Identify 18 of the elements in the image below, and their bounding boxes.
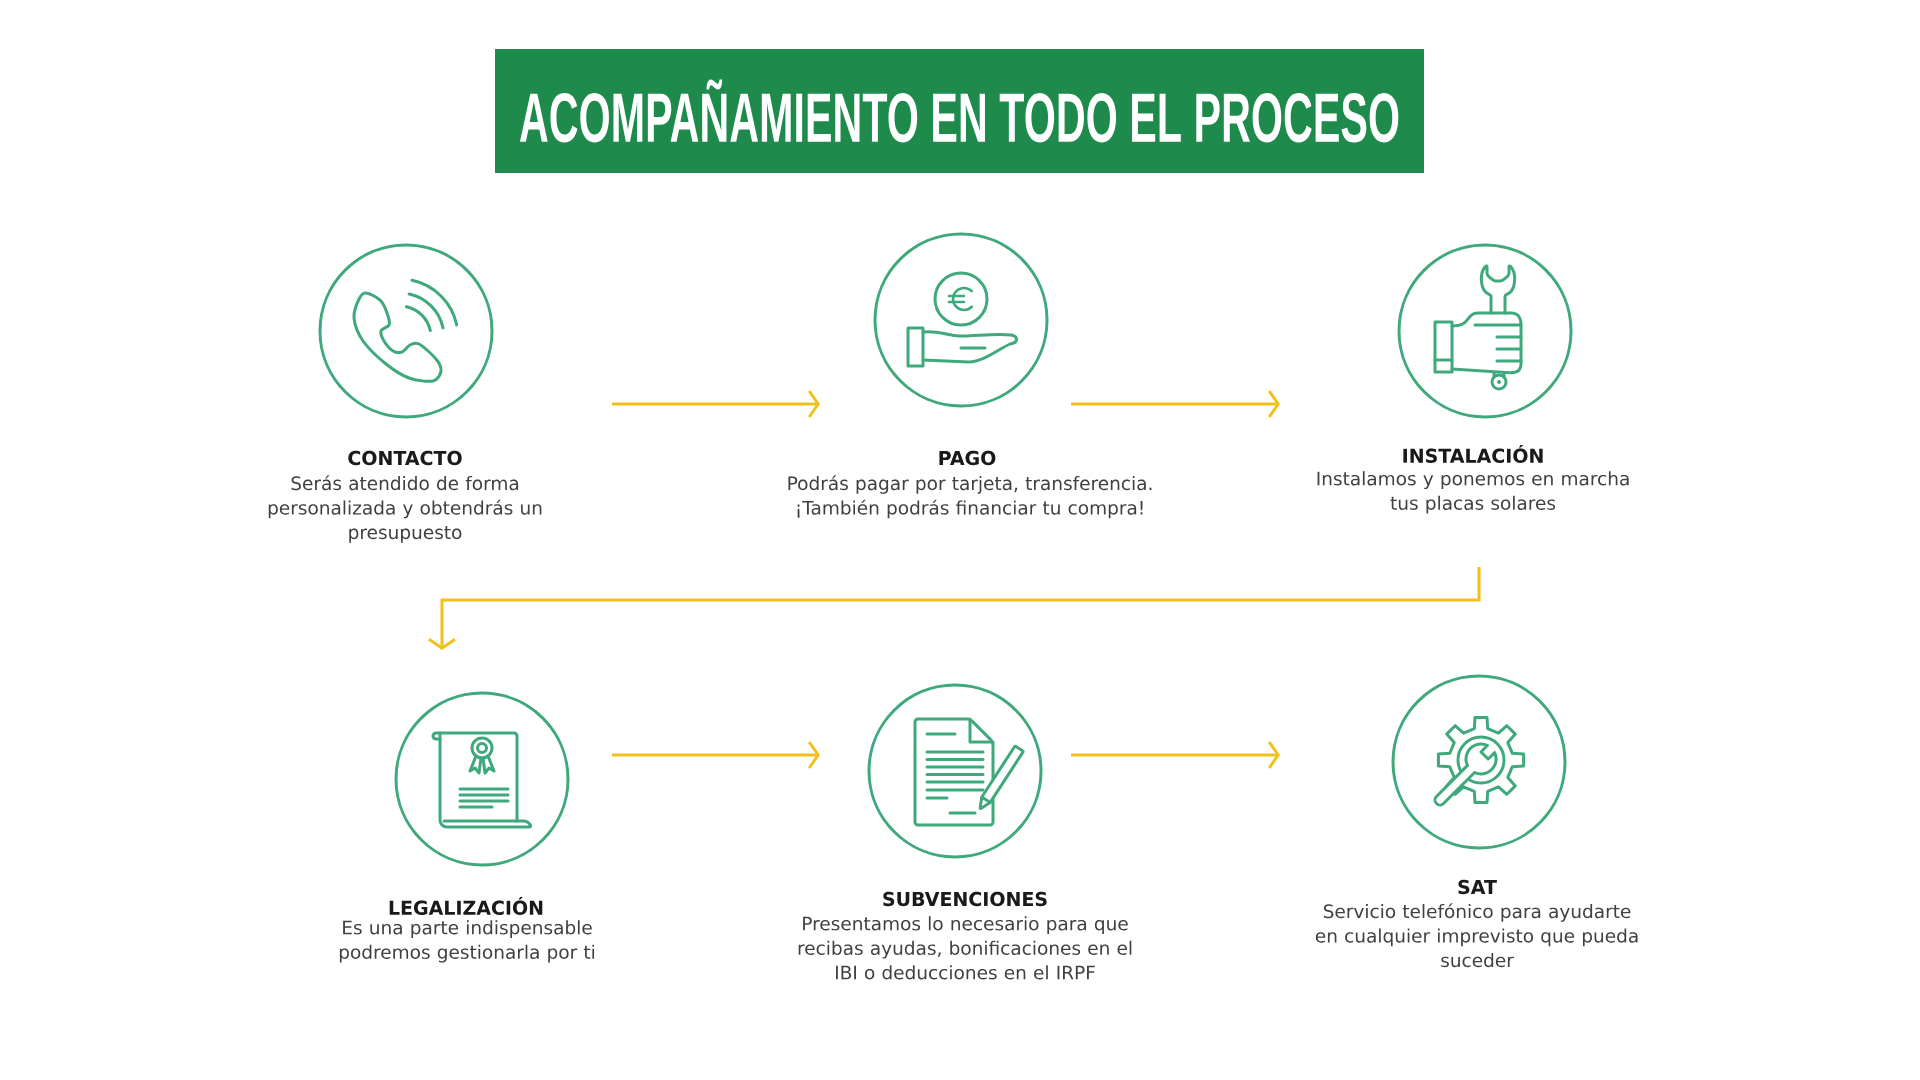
arrow (1071, 741, 1280, 769)
step-heading: PAGO (939, 450, 996, 466)
step-description: Instalamos y ponemos en marcha tus placas solares (1317, 471, 1629, 514)
step-heading: SAT (1458, 879, 1497, 895)
step-description: Podrás pagar por tarjeta, transferencia. ¡También podrás financiar tu compra! (788, 475, 1152, 519)
step-heading: SUBVENCIONES (883, 891, 1047, 907)
step-heading: LEGALIZACIÓN (389, 897, 543, 915)
arrow (612, 390, 820, 418)
step-heading: INSTALACIÓN (1403, 445, 1543, 463)
step-description: Presentamos lo necesario para que recibas ayudas, bonificaciones en el IBI o deducciones en el IRPF (798, 916, 1132, 980)
title-banner: ACOMPAÑAMIENTO EN TODO EL PROCESO (495, 49, 1424, 173)
step-description: Servicio telefónico para ayudarte en cualquier imprevisto que pueda suceder (1315, 903, 1638, 968)
arrow (612, 741, 820, 769)
step-heading: CONTACTO (348, 450, 462, 466)
step-description: Serás atendido de forma personalizada y obtendrás un presupuesto (268, 475, 542, 543)
arrow (1071, 390, 1280, 418)
arrow (428, 567, 1481, 650)
step-description: Es una parte indispensable podremos gestionarla por ti (339, 920, 595, 963)
